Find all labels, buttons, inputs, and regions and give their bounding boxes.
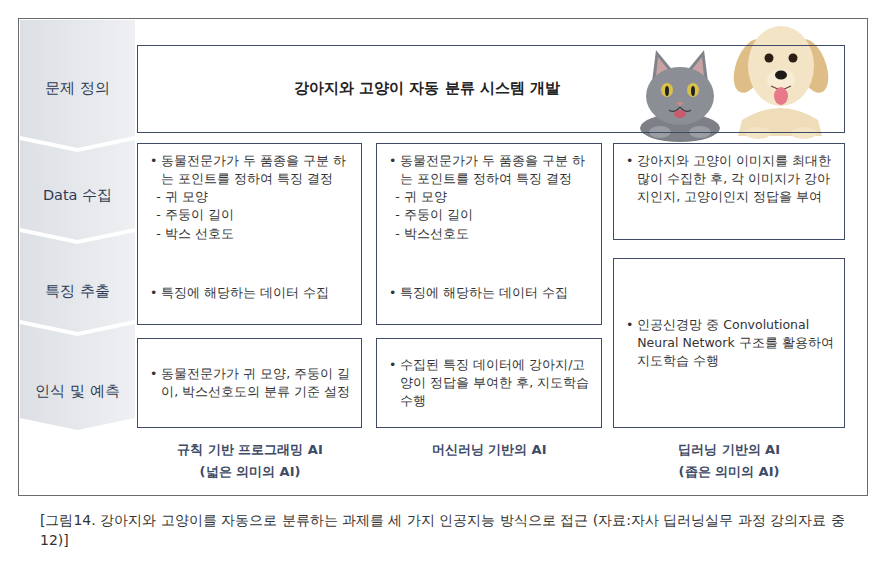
stage-band: Data 수집 [20,140,135,240]
box-text: • 특징에 해당하는 데이터 수집 [150,284,351,302]
method-box: • 동물전문가가 귀 모양, 주둥이 길이, 박스선호도의 분류 기준 설정 [137,338,362,428]
column-label: (좁은 의미의 AI) [679,463,780,481]
chevron-shape [20,232,135,332]
box-text: • 동물전문가가 귀 모양, 주둥이 길이, 박스선호도의 분류 기준 설정 [150,365,351,401]
dog-picture [727,26,834,139]
method-box: • 인공신경망 중 Convolutional Neural Network 구… [613,258,845,428]
column-label: 머신러닝 기반의 AI [432,441,547,459]
stage-band: 문제 정의 [20,20,135,148]
stage-band: 인식 및 예측 [20,324,135,430]
box-text: - 박스 선호도 [150,225,351,243]
chevron-fill [20,20,135,148]
figure-caption: [그림14. 강아지와 고양이를 자동으로 분류하는 과제를 세 가지 인공지능… [40,510,860,551]
box-text: • 수집된 특징 데이터에 강아지/고양이 정답을 부여한 후, 지도학습 수행 [389,356,591,410]
column-label: 규칙 기반 프로그래밍 AI [177,441,322,459]
box-text: • 강아지와 고양이 이미지를 최대한 많이 수집한 후, 각 이미지가 강아지… [626,152,834,206]
column-label: (넓은 의미의 AI) [200,463,301,481]
stage-label: Data 수집 [43,186,112,205]
chevron-shape [20,324,135,430]
stage-label: 문제 정의 [45,79,110,98]
chevron-fill [20,140,135,240]
box-text: - 주둥이 길이 [150,206,351,224]
box-text: • 특징에 해당하는 데이터 수집 [389,284,591,302]
box-text: - 박스선호도 [389,225,591,243]
method-box: • 동물전문가가 두 품종을 구분 하는 포인트를 정하여 특징 결정- 귀 모… [137,143,362,325]
column-label: 딥러닝 기반의 AI [678,441,780,459]
chevron-fill [20,324,135,430]
stage-label: 인식 및 예측 [35,382,119,401]
box-text: • 인공신경망 중 Convolutional Neural Network 구… [626,316,834,370]
stage-label: 특징 추출 [45,282,110,301]
cat-picture [640,50,720,142]
box-text: • 동물전문가가 두 품종을 구분 하는 포인트를 정하여 특징 결정 [389,152,591,188]
method-box: • 강아지와 고양이 이미지를 최대한 많이 수집한 후, 각 이미지가 강아지… [613,143,845,240]
box-text: - 귀 모양 [150,188,351,206]
stage-band: 특징 추출 [20,232,135,332]
method-box: • 수집된 특징 데이터에 강아지/고양이 정답을 부여한 후, 지도학습 수행 [376,338,602,428]
chevron-fill [20,232,135,332]
method-box: • 동물전문가가 두 품종을 구분 하는 포인트를 정하여 특징 결정- 귀 모… [376,143,602,325]
box-text: • 동물전문가가 두 품종을 구분 하는 포인트를 정하여 특징 결정 [150,152,351,188]
box-text: - 주둥이 길이 [389,206,591,224]
box-text: - 귀 모양 [389,188,591,206]
problem-title: 강아지와 고양이 자동 분류 시스템 개발 [294,78,560,100]
problem-box: 강아지와 고양이 자동 분류 시스템 개발 [137,45,845,133]
